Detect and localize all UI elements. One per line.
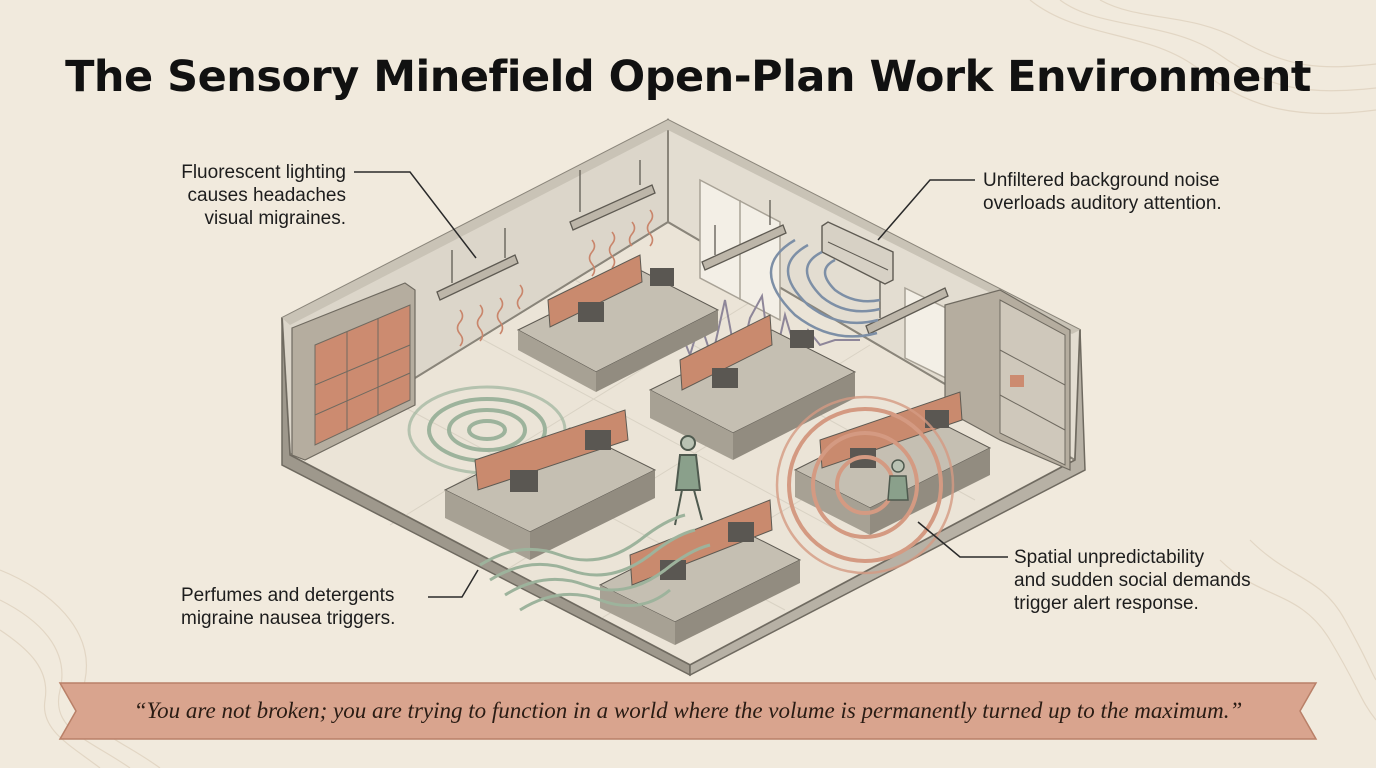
callout-lighting: Fluorescent lighting causes headaches vi… [120,161,346,230]
callout-lighting-line-3: visual migraines. [204,208,347,229]
desk-cluster-2 [648,314,857,460]
callout-smell-line-2: migraine nausea triggers. [181,608,396,629]
callout-lighting-line-1: Fluorescent lighting [181,162,346,183]
quote-banner [58,682,1318,740]
callout-smell: Perfumes and detergents migraine nausea … [181,584,395,630]
desk-cluster-1 [516,254,720,392]
leader-lines [354,171,1008,598]
scent-wave-icon [479,513,711,612]
callout-lighting-line-2: causes headaches [187,185,346,206]
callout-social-line-3: trigger alert response. [1014,593,1199,614]
callout-social-line-2: and sudden social demands [1014,570,1251,591]
desk-cluster-3 [443,409,657,560]
seated-person-icon [887,459,909,501]
left-bookshelf [291,282,416,461]
callout-noise-line-2: overloads auditory attention. [983,193,1222,214]
noise-arcs [769,238,881,338]
desk-cluster-4 [598,499,802,645]
quote-text: “You are not broken; you are trying to f… [133,698,1243,723]
front-right-wall [689,329,1086,677]
page-title: The Sensory Minefield Open-Plan Work Env… [65,52,1311,102]
walking-person-icon [674,435,703,526]
glare-squiggles [456,209,654,347]
callout-noise: Unfiltered background noise overloads au… [983,169,1222,215]
callout-noise-line-1: Unfiltered background noise [983,170,1220,191]
callout-social: Spatial unpredictability and sudden soci… [1014,546,1251,615]
callout-smell-line-1: Perfumes and detergents [181,585,395,606]
callout-social-line-1: Spatial unpredictability [1014,547,1205,568]
